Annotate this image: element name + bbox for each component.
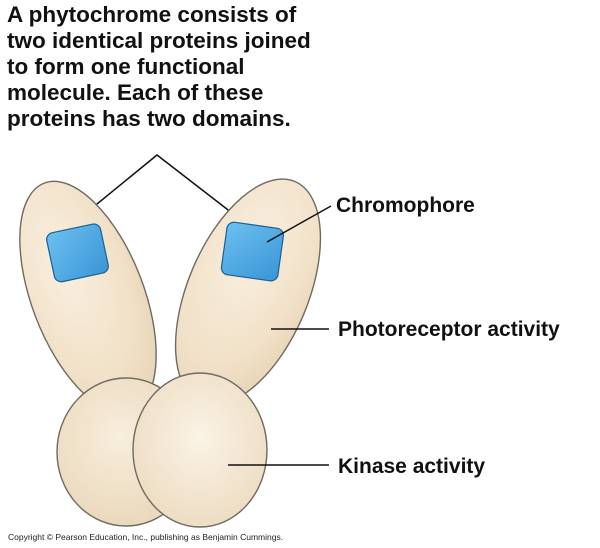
caption-line: A phytochrome consists of bbox=[7, 2, 297, 27]
bracket-line bbox=[85, 154, 233, 214]
kinase-activity-label: Kinase activity bbox=[338, 455, 486, 478]
right-kinase-domain bbox=[132, 372, 268, 528]
caption-line: to form one functional bbox=[7, 54, 245, 79]
caption-line: molecule. Each of these bbox=[7, 80, 264, 105]
chromophore-leader-line bbox=[266, 205, 332, 243]
figure-caption: A phytochrome consists of two identical … bbox=[7, 2, 367, 132]
chromophore-label: Chromophore bbox=[336, 194, 475, 217]
copyright-notice: Copyright © Pearson Education, Inc., pub… bbox=[8, 532, 284, 542]
caption-line: proteins has two domains. bbox=[7, 106, 291, 131]
left-chromophore bbox=[46, 223, 109, 283]
caption-line: two identical proteins joined bbox=[7, 28, 311, 53]
photoreceptor-activity-label: Photoreceptor activity bbox=[338, 318, 560, 341]
right-chromophore bbox=[220, 221, 285, 282]
